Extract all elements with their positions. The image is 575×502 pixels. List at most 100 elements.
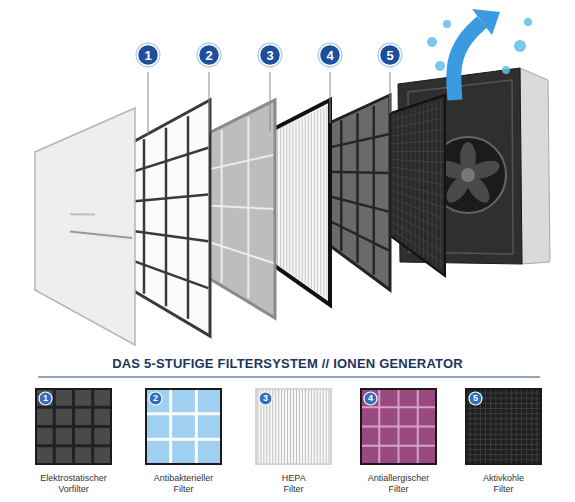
swatch-line <box>516 388 517 465</box>
carbon-filter-panel <box>385 95 445 276</box>
circle-fill <box>469 392 482 405</box>
circle-halo <box>318 43 343 68</box>
ion-bubble <box>443 20 451 28</box>
ion-bubble <box>435 61 445 71</box>
number-badge: 2 <box>148 391 163 406</box>
swatch-line <box>465 434 542 435</box>
callout-circle: 3 <box>257 42 283 68</box>
hepa-filter-panel-rib <box>289 124 290 274</box>
swatch-line <box>145 412 222 415</box>
prefilter-frame-panel-rib <box>124 195 208 203</box>
swatch-line <box>195 388 198 465</box>
title-rule <box>38 377 540 378</box>
circle-fill <box>259 392 272 405</box>
callout-circle: 5 <box>377 42 403 68</box>
swatch-line <box>278 388 279 465</box>
tile-label-wrap: HEPA Filter <box>282 473 305 496</box>
callout-number: 4 <box>368 394 373 403</box>
carbon-filter-panel-rib <box>386 159 444 163</box>
swatch-line <box>465 449 542 450</box>
hepa-filter-panel-rib <box>317 110 318 292</box>
prefilter-frame-panel-rib <box>124 148 208 175</box>
leader-line <box>270 72 271 131</box>
carbon-filter-panel-rib <box>386 225 444 263</box>
circle-fill <box>260 45 281 66</box>
swatch-line <box>465 459 542 460</box>
hepa-filter-panel-rib <box>280 128 281 267</box>
swatch-line <box>521 388 522 465</box>
swatch-line <box>35 425 112 428</box>
swatch-ground <box>35 388 112 465</box>
callout-number: 3 <box>263 394 268 403</box>
hepa-filter-panel-rib <box>292 122 293 275</box>
circle-fill <box>199 45 220 66</box>
swatch-line <box>526 388 527 465</box>
swatch-line <box>506 388 507 465</box>
circle-fill <box>380 45 401 66</box>
swatch-line <box>320 388 321 465</box>
tile-label-wrap: Elektrostatischer Vorfilter <box>40 473 107 496</box>
ion-bubble <box>524 18 532 26</box>
carbon-filter-panel-rib <box>386 211 444 242</box>
tile-label-wrap: Aktivkohle Filter <box>483 473 524 496</box>
swatch-frame <box>36 389 111 464</box>
number-badge: 1 <box>38 391 53 406</box>
ion-bubble <box>427 37 437 47</box>
callout-number: 2 <box>153 394 158 403</box>
swatch-line <box>490 388 491 465</box>
swatch-line <box>360 445 437 447</box>
antiallergic-filter-panel-rib <box>326 219 388 250</box>
antiallergic-filter-panel-rib <box>326 134 388 148</box>
filter-tile: 3HEPA Filter <box>255 388 332 465</box>
swatch-line <box>329 388 330 465</box>
housing-side <box>520 68 550 264</box>
hepa-filter-panel-rib <box>326 106 327 299</box>
swatch-line <box>145 438 222 441</box>
swatch-line <box>302 388 303 465</box>
swatch-line <box>35 444 112 447</box>
swatch-ground <box>255 388 332 465</box>
ion-bubble <box>502 66 510 74</box>
arrow-shaft <box>454 22 482 100</box>
callout-number: 2 <box>205 49 212 62</box>
hepa-filter-panel-rib <box>283 127 284 269</box>
antiallergic-filter-panel-face <box>325 95 390 290</box>
hepa-filter-panel-rib <box>311 113 312 288</box>
fan-hub <box>461 168 475 182</box>
prefilter-frame-panel-rib <box>187 116 190 319</box>
filter-tile: 1Elektrostatischer Vorfilter <box>35 388 112 465</box>
swatch-ground <box>465 388 542 465</box>
swatch-line <box>326 388 327 465</box>
swatch-line <box>293 388 294 465</box>
swatch-line <box>536 388 537 465</box>
hepa-filter-panel-rib <box>305 116 306 284</box>
arrow-head <box>472 9 500 35</box>
carbon-filter-panel-rib <box>386 140 444 144</box>
leader-line <box>209 72 210 133</box>
swatch-line <box>287 388 288 465</box>
swatch-line <box>169 388 172 465</box>
swatch-frame <box>361 389 436 464</box>
swatch-line <box>500 388 501 465</box>
front-cover-panel <box>35 108 135 345</box>
antiallergic-filter-panel <box>325 95 390 290</box>
callout-circle: 2 <box>196 42 222 68</box>
prefilter-frame-panel-rib <box>143 139 146 294</box>
swatch-line <box>290 388 291 465</box>
carbon-filter-panel-rib <box>386 166 444 174</box>
swatch-frame <box>256 389 331 464</box>
swatch-line <box>305 388 306 465</box>
swatch-line <box>465 444 542 445</box>
airflow-arrow <box>427 9 532 100</box>
swatch-line <box>531 388 532 465</box>
filter-label: HEPA Filter <box>282 473 305 496</box>
hepa-filter-panel-rib <box>302 118 303 282</box>
swatch-line <box>465 429 542 430</box>
swatch-line <box>275 388 276 465</box>
circle-halo <box>378 43 403 68</box>
callout-number: 4 <box>326 49 333 62</box>
swatch-line <box>314 388 315 465</box>
carbon-filter-panel-rib <box>386 118 444 130</box>
cover-logo <box>70 213 95 215</box>
swatch-line <box>284 388 285 465</box>
